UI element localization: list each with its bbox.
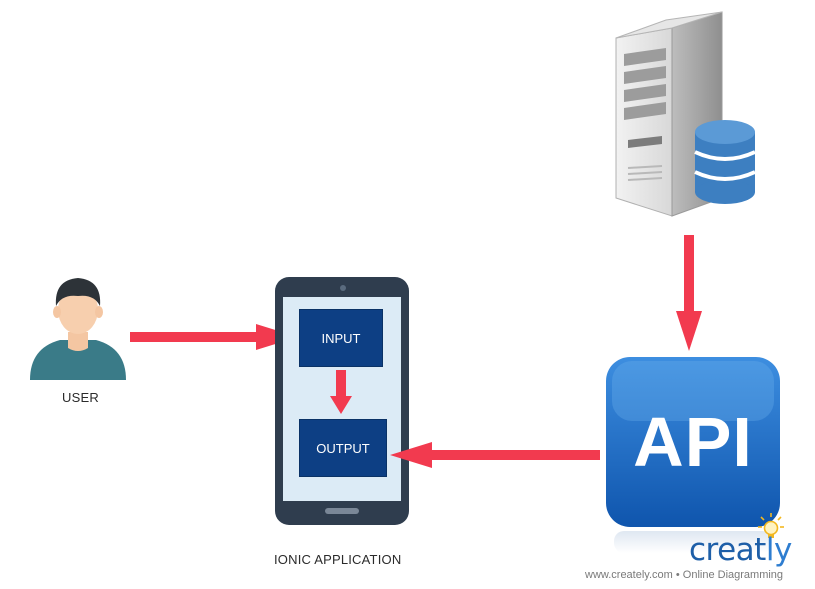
arrow-input-to-output <box>330 370 352 414</box>
output-box: OUTPUT <box>299 419 387 477</box>
database-icon <box>694 120 756 204</box>
app-label: IONIC APPLICATION <box>274 552 402 567</box>
creately-logo-tail: ly <box>765 532 792 568</box>
api-icon <box>606 357 780 553</box>
arrow-server-to-api <box>676 235 702 351</box>
user-icon <box>30 278 126 380</box>
creately-logo: creatly <box>689 532 792 568</box>
input-box: INPUT <box>299 309 383 367</box>
arrow-api-to-output <box>390 442 600 468</box>
api-label: API <box>633 403 753 481</box>
lightbulb-icon <box>758 513 784 538</box>
creately-footer: www.creately.com • Online Diagramming <box>585 569 784 581</box>
phone-camera <box>340 285 346 291</box>
creately-logo-main: creat <box>689 532 766 568</box>
phone-home-button <box>325 508 359 514</box>
user-label: USER <box>62 390 99 405</box>
